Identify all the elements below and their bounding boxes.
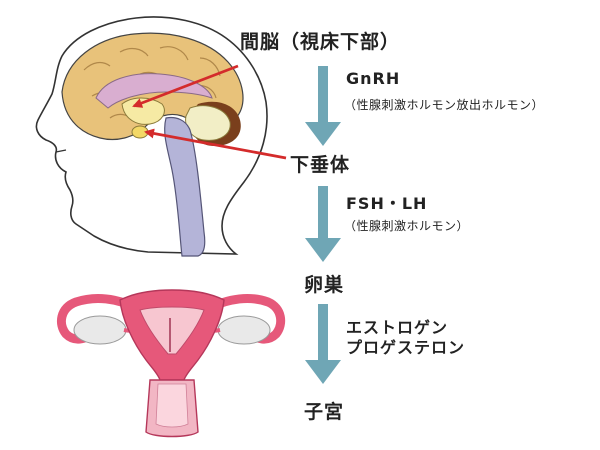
eye-line: [55, 149, 67, 153]
fsh-lh-note: （性腺刺激ホルモン）: [344, 219, 470, 233]
brainstem: [164, 116, 206, 257]
flow-arrow-2: [305, 186, 341, 262]
hypothalamus-label: 間脳（視床下部）: [240, 31, 401, 53]
flow-arrow-3: [305, 304, 341, 384]
flow-arrow-1: [305, 66, 341, 146]
estrogen-label: エストロゲン: [346, 318, 449, 337]
right-ovary: [217, 315, 271, 345]
uterus-illustration: [56, 289, 286, 438]
left-ovary: [73, 315, 127, 345]
vaginal-canal: [155, 383, 189, 428]
hypothalamus-pointer-arrow: [132, 64, 239, 108]
gnrh-label: GnRH: [346, 69, 401, 88]
ovary-label: 卵巣: [304, 274, 345, 296]
pituitary-gland: [131, 125, 149, 139]
pituitary-pointer-arrow: [144, 128, 287, 160]
gnrh-note: （性腺刺激ホルモン放出ホルモン）: [344, 98, 545, 112]
uterine-cavity: [139, 306, 205, 355]
head-illustration: [35, 16, 268, 257]
progesterone-label: プロゲステロン: [346, 338, 466, 357]
pituitary-label: 下垂体: [290, 154, 351, 176]
brain-inner: [95, 73, 213, 109]
fsh-lh-label: FSH・LH: [346, 194, 428, 213]
uterus-label: 子宮: [304, 401, 345, 423]
